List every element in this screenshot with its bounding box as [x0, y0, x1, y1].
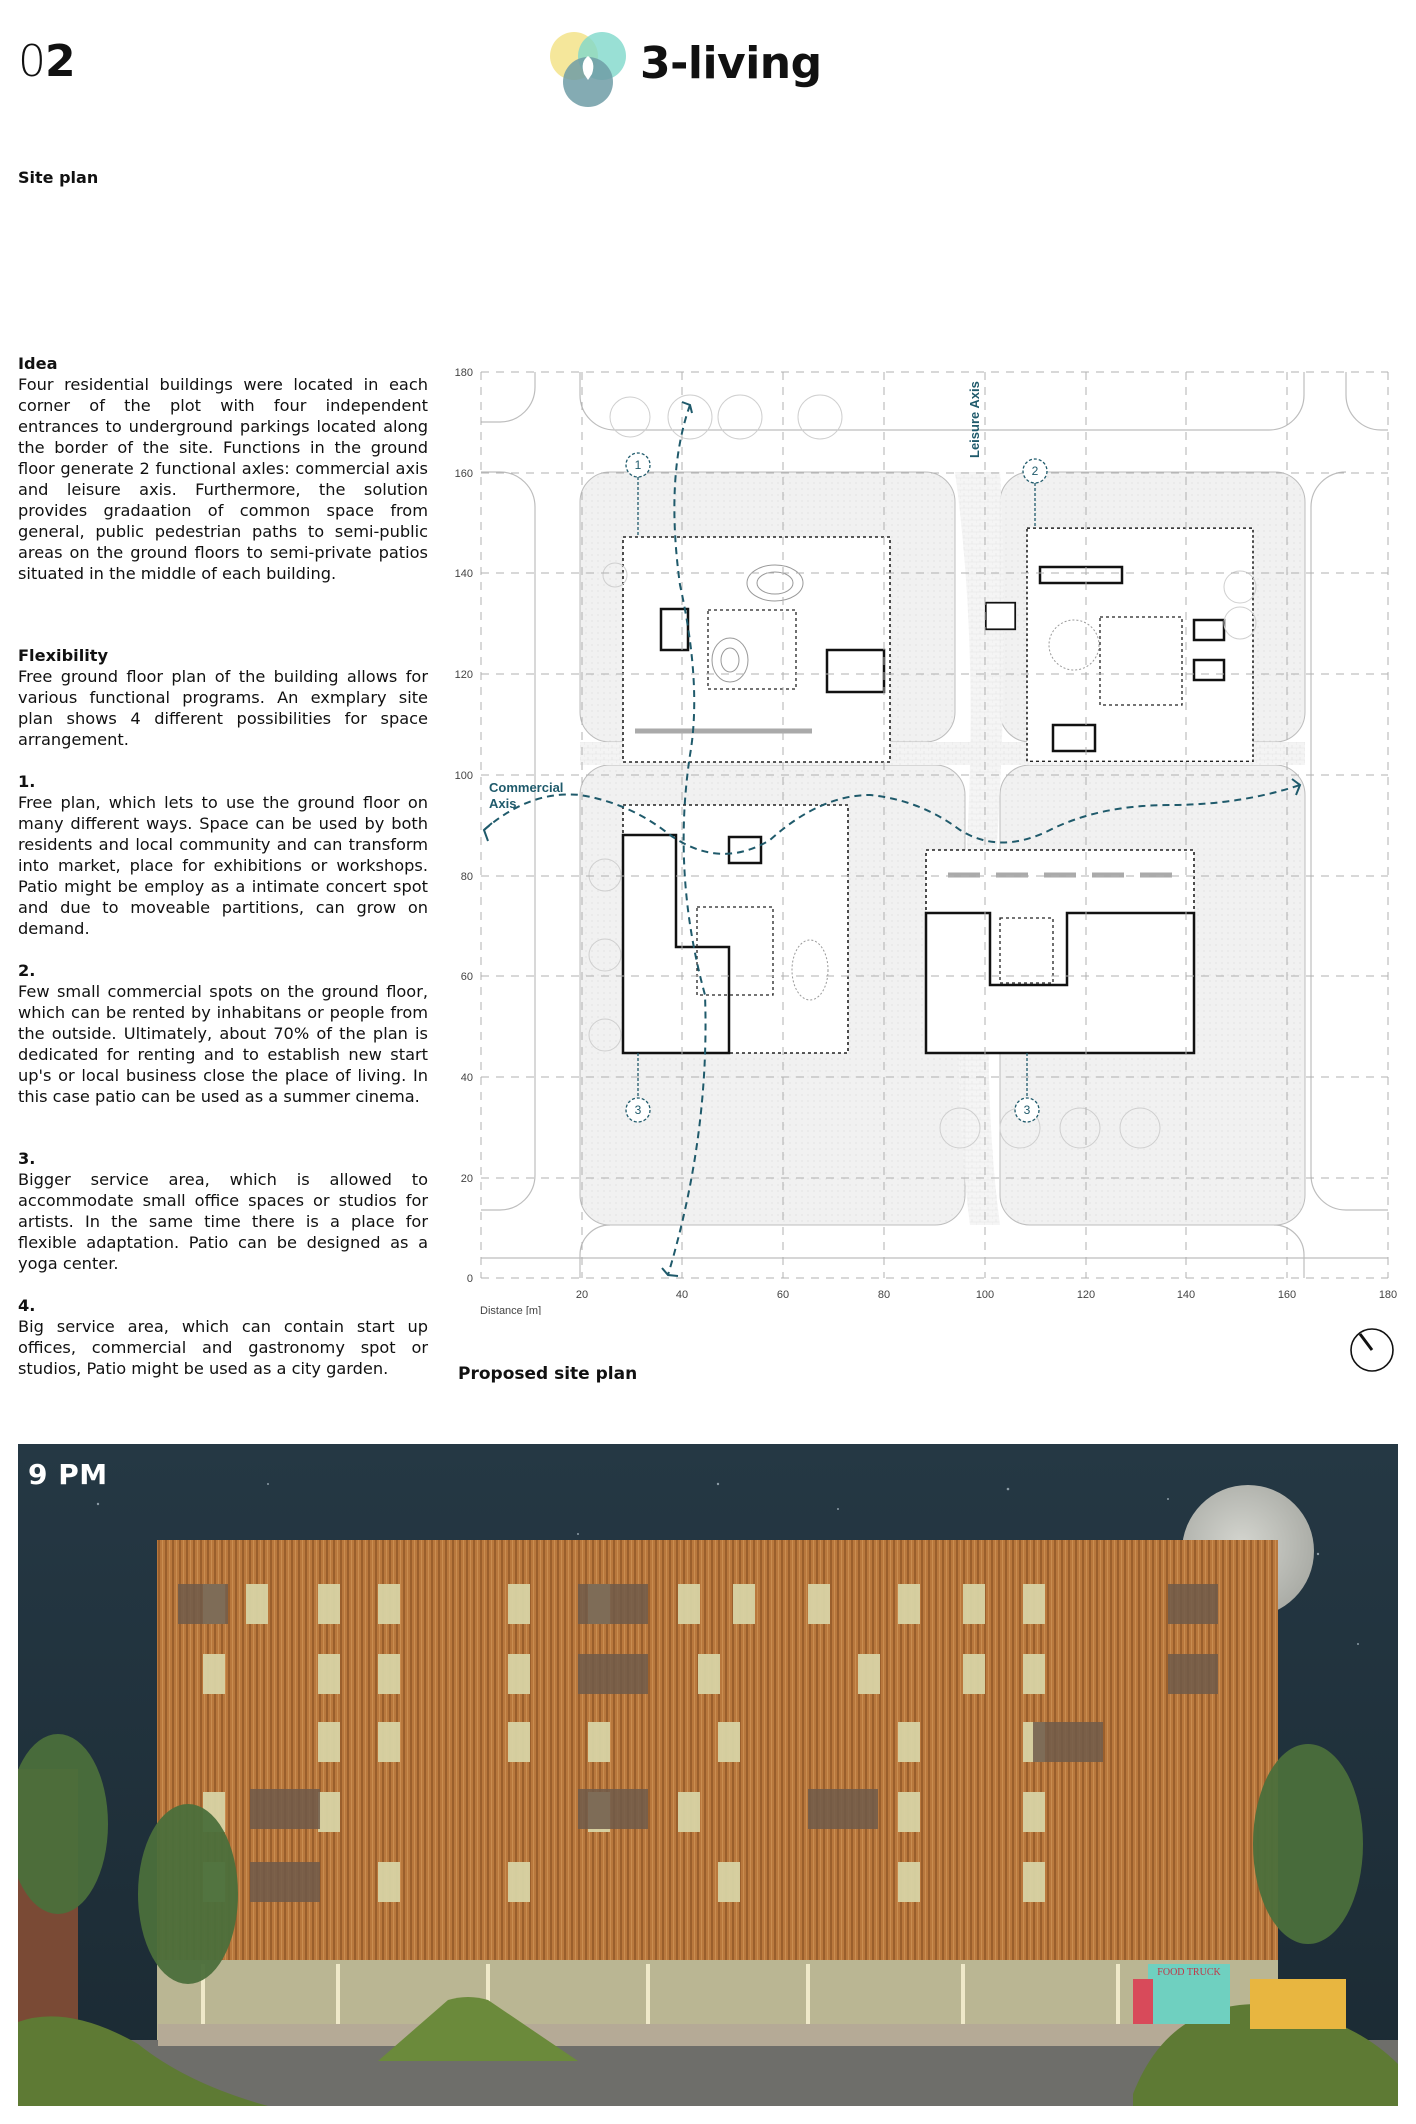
- commercial-axis-label-line2: Axis: [489, 796, 516, 811]
- y-tick: 120: [455, 669, 473, 681]
- option-body: Big service area, which can contain star…: [18, 1317, 428, 1378]
- leisure-axis: [661, 401, 707, 1277]
- page-number: 02: [18, 40, 76, 84]
- logo-text: 3-living: [640, 38, 822, 89]
- y-tick: 40: [461, 1072, 473, 1084]
- y-tick: 160: [455, 468, 473, 480]
- page-number-suffix: 2: [45, 36, 76, 87]
- x-axis-ticks: 20 40 60 80 100 120 140 160 180: [576, 1289, 1397, 1301]
- flexibility-section: Flexibility Free ground floor plan of th…: [18, 645, 428, 750]
- y-tick: 80: [461, 871, 473, 883]
- svg-text:40: 40: [676, 1289, 688, 1301]
- idea-section: Idea Four residential buildings were loc…: [18, 353, 428, 584]
- option-number: 1.: [18, 772, 36, 791]
- option-body: Bigger service area, which is allowed to…: [18, 1170, 428, 1273]
- svg-text:80: 80: [878, 1289, 890, 1301]
- building-2: [984, 527, 1254, 762]
- svg-text:60: 60: [777, 1289, 789, 1301]
- idea-title: Idea: [18, 354, 58, 373]
- building-marker-3: 3: [635, 1103, 642, 1117]
- x-axis-label: Distance [m]: [480, 1305, 541, 1315]
- building-4: [924, 849, 1196, 1055]
- trees: [18, 1734, 1363, 1984]
- y-tick: 100: [455, 770, 473, 782]
- y-tick: 140: [455, 568, 473, 580]
- svg-text:160: 160: [1278, 1289, 1296, 1301]
- option-1: 1. Free plan, which lets to use the grou…: [18, 771, 428, 939]
- night-render: FOOD TRUCK 9 PM: [18, 1444, 1398, 2106]
- y-tick: 20: [461, 1173, 473, 1185]
- building-marker-4: 3: [1024, 1103, 1031, 1117]
- building-markers: [625, 452, 1048, 1123]
- option-body: Few small commercial spots on the ground…: [18, 982, 428, 1106]
- road-curbs: [481, 372, 1388, 1278]
- svg-text:120: 120: [1077, 1289, 1095, 1301]
- building-3: [621, 804, 849, 1055]
- section-label: Site plan: [18, 168, 99, 187]
- option-4: 4. Big service area, which can contain s…: [18, 1295, 428, 1379]
- option-number: 3.: [18, 1149, 36, 1168]
- flexibility-title: Flexibility: [18, 646, 109, 665]
- plan-caption: Proposed site plan: [458, 1364, 638, 1384]
- svg-text:100: 100: [976, 1289, 994, 1301]
- page-number-prefix: 0: [18, 36, 46, 87]
- render-time-label: 9 PM: [28, 1458, 108, 1491]
- y-axis-ticks: 180 160 140 120 100 80 60 40 20 0: [455, 367, 473, 1285]
- building-marker-2: 2: [1032, 464, 1039, 478]
- site-plan-drawing: 180 160 140 120 100 80 60 40 20 0 20 40 …: [455, 367, 1398, 1315]
- option-number: 4.: [18, 1296, 36, 1315]
- option-2: 2. Few small commercial spots on the gro…: [18, 960, 428, 1107]
- svg-text:20: 20: [576, 1289, 588, 1301]
- building-marker-1: 1: [635, 458, 642, 472]
- option-number: 2.: [18, 961, 36, 980]
- svg-text:140: 140: [1177, 1289, 1195, 1301]
- logo-icon: [550, 32, 626, 107]
- distance-grid: [480, 371, 1389, 1279]
- trees: [588, 394, 1257, 1149]
- y-tick: 0: [467, 1273, 473, 1285]
- y-tick: 60: [461, 971, 473, 983]
- commercial-axis: [482, 778, 1302, 855]
- option-3: 3. Bigger service area, which is allowed…: [18, 1148, 428, 1274]
- food-truck-sign: FOOD TRUCK: [1157, 1967, 1221, 1978]
- y-tick: 180: [455, 367, 473, 379]
- food-truck: FOOD TRUCK: [1133, 1964, 1346, 2029]
- building-1: [622, 536, 891, 763]
- svg-text:180: 180: [1379, 1289, 1397, 1301]
- option-body: Free plan, which lets to use the ground …: [18, 793, 428, 938]
- idea-body: Four residential buildings were located …: [18, 375, 428, 583]
- commercial-axis-label-line1: Commercial: [489, 780, 563, 795]
- leisure-axis-label: Leisure Axis: [967, 381, 982, 458]
- render-illustration: FOOD TRUCK: [18, 1444, 1398, 2106]
- facade-balconies: [178, 1584, 1218, 1902]
- flexibility-body: Free ground floor plan of the building a…: [18, 667, 428, 749]
- north-arrow-icon: [1350, 1328, 1394, 1372]
